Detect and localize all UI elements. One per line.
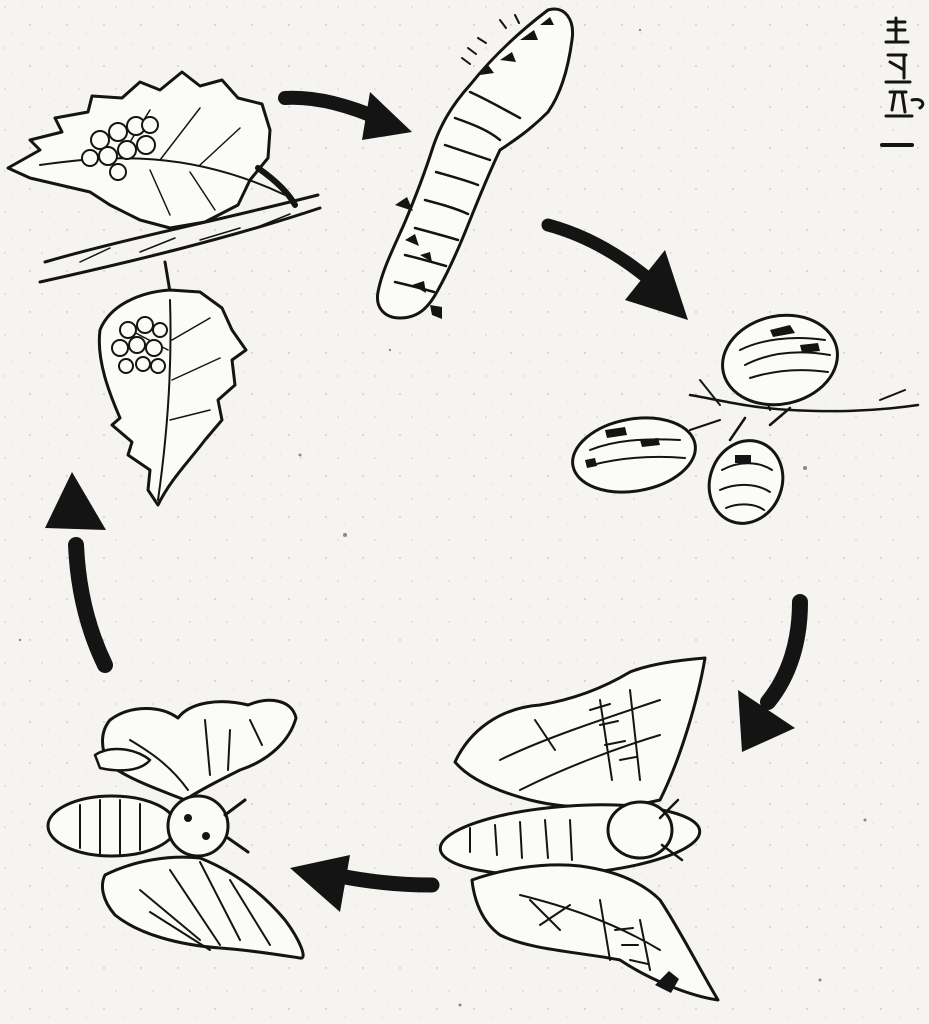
silkworm-life-cycle-diagram [0, 0, 929, 1024]
